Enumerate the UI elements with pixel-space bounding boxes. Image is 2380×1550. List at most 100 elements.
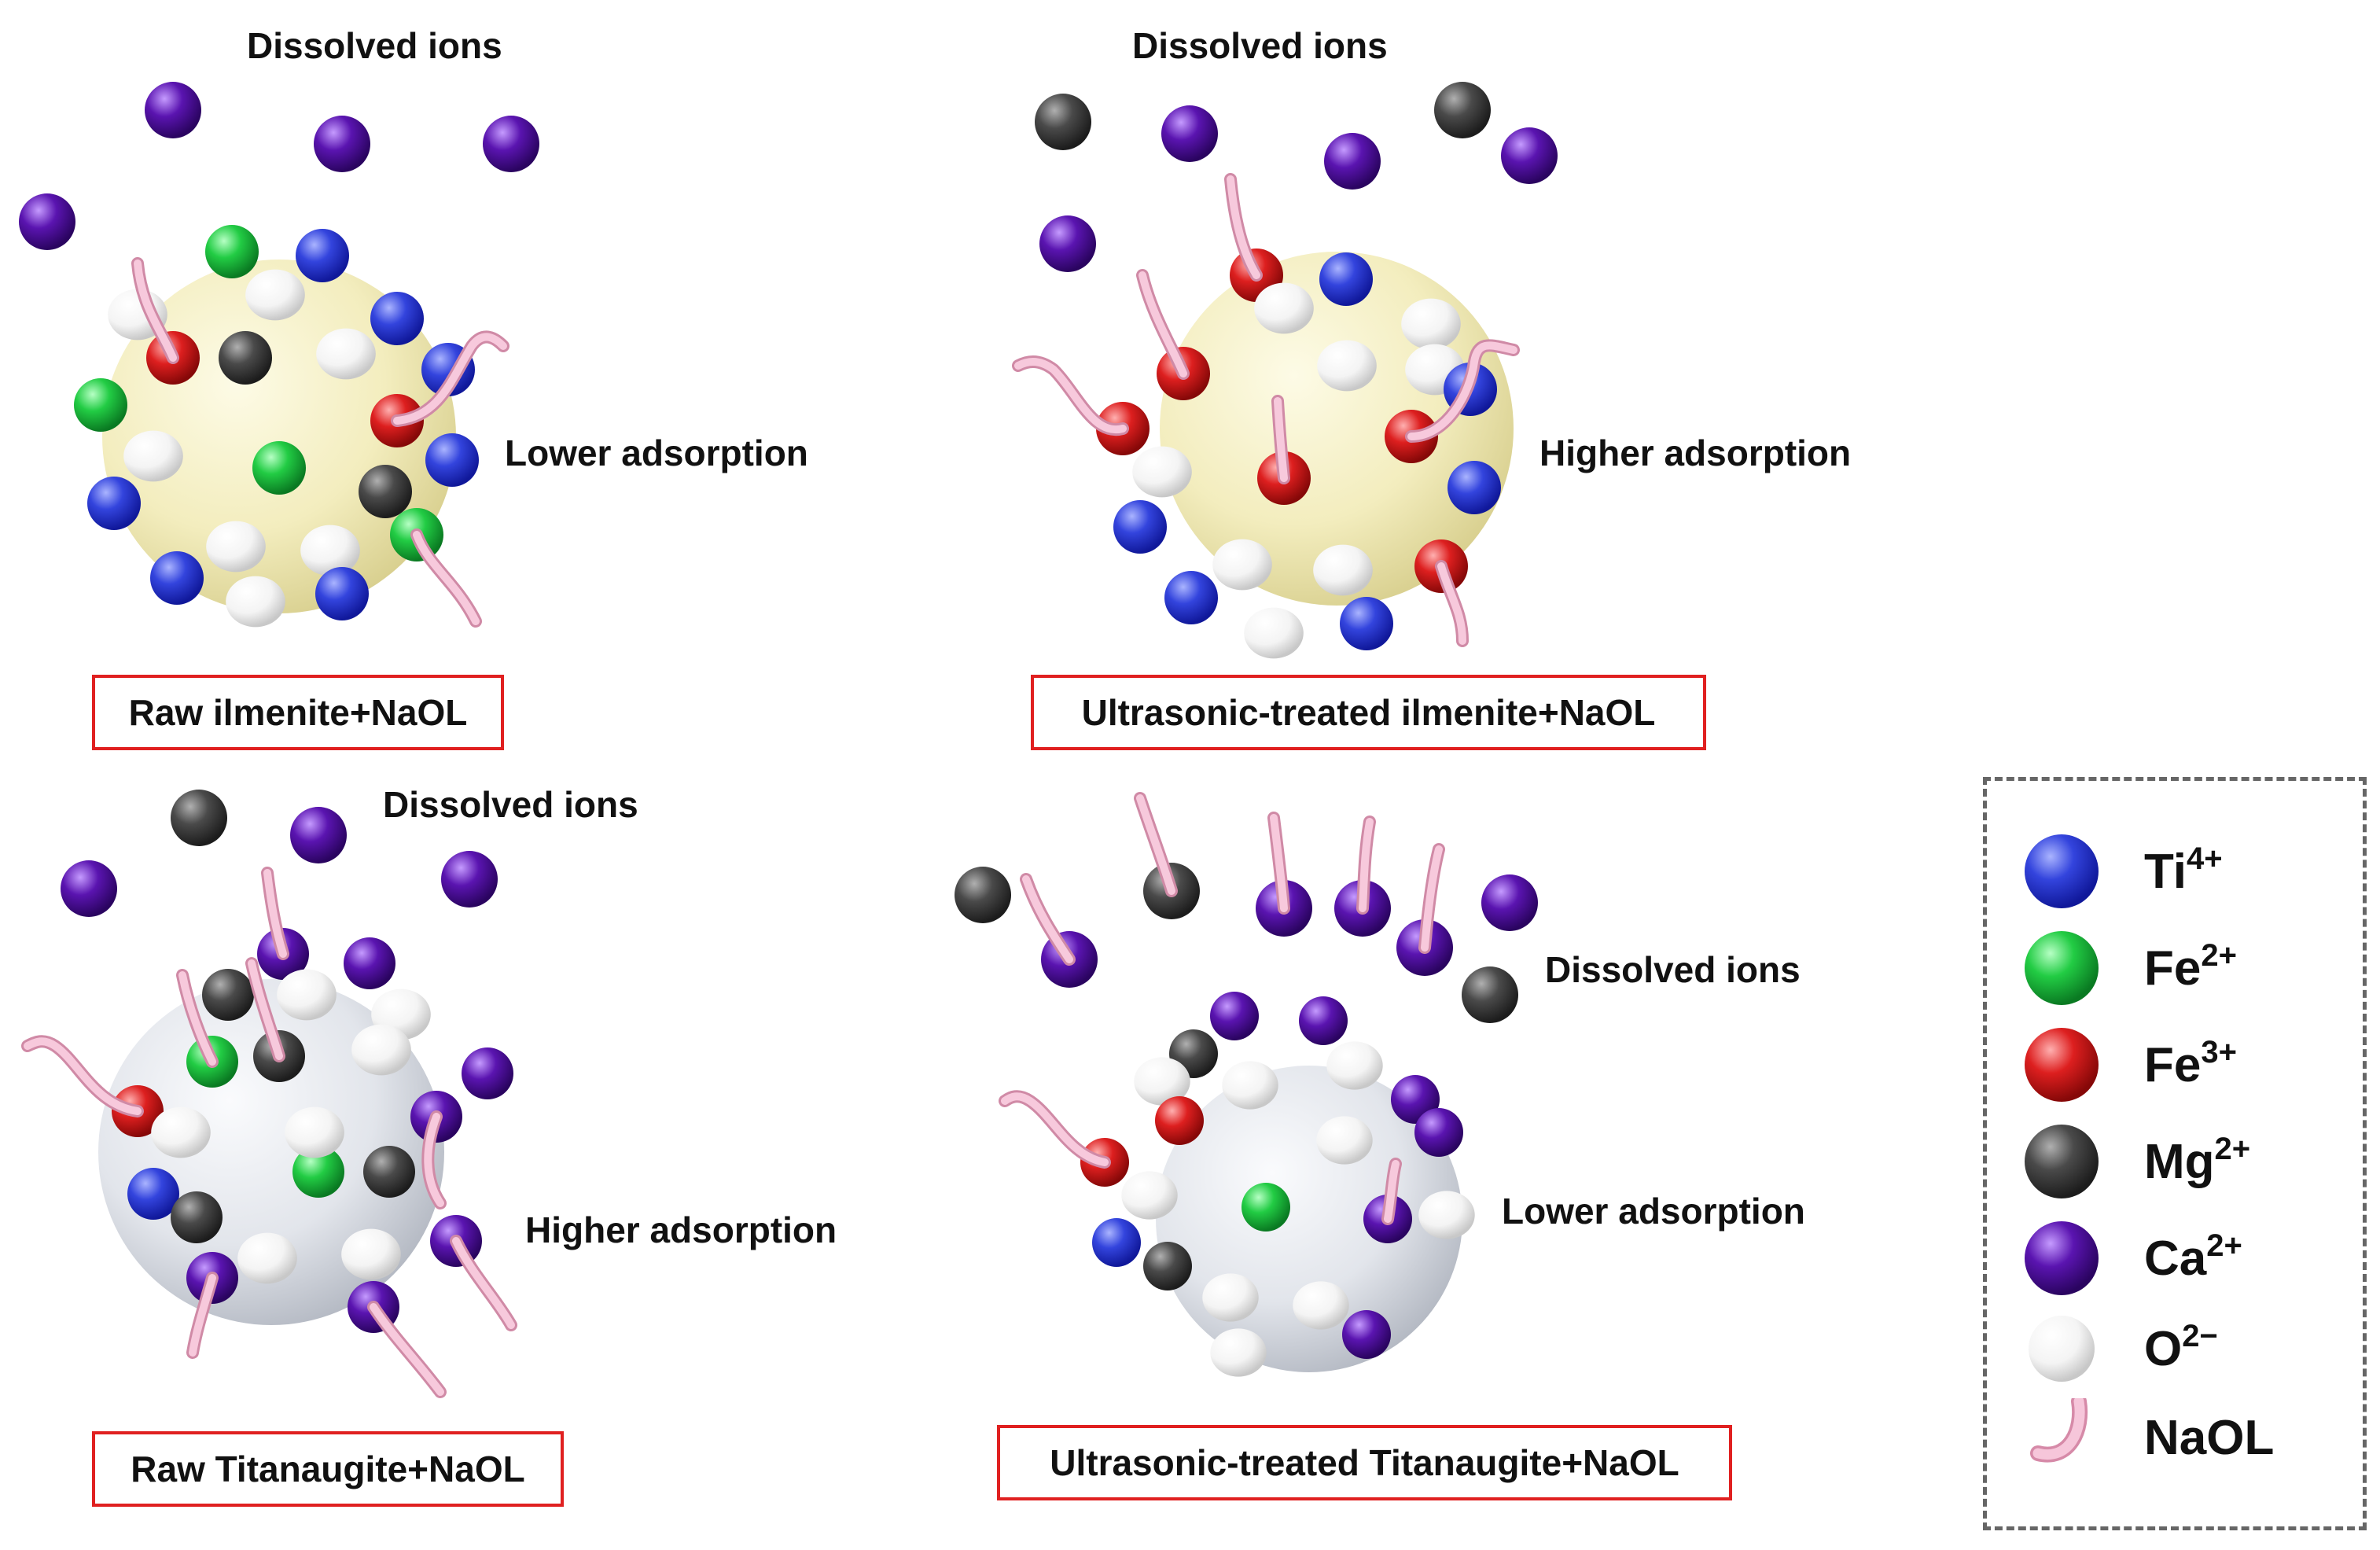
o-ion bbox=[1132, 446, 1192, 498]
o-ion bbox=[1293, 1281, 1349, 1330]
o-ion bbox=[1401, 298, 1461, 350]
o-ion bbox=[316, 328, 376, 380]
fe2-ion-sphere-icon bbox=[2025, 931, 2099, 1005]
naol-tail bbox=[1435, 560, 1469, 647]
o-ion bbox=[341, 1228, 401, 1280]
panel-title-frame: Ultrasonic-treated ilmenite+NaOL bbox=[1031, 675, 1706, 750]
ti-ion bbox=[315, 567, 369, 620]
o-ion bbox=[285, 1106, 344, 1158]
ti-ion bbox=[1447, 461, 1501, 514]
o-ion bbox=[237, 1232, 297, 1284]
ca-ion bbox=[1039, 215, 1096, 272]
mg-ion bbox=[202, 969, 254, 1021]
naol-tail bbox=[999, 1090, 1111, 1169]
legend-symbol: Ti bbox=[2144, 845, 2187, 899]
naol-tail bbox=[1134, 792, 1178, 897]
legend-charge: 2+ bbox=[2206, 1228, 2242, 1263]
mg-ion bbox=[1434, 82, 1491, 138]
fe2-ion bbox=[74, 378, 127, 432]
naol-tail bbox=[367, 1301, 447, 1398]
ca-ion bbox=[19, 193, 75, 250]
fe3-ion bbox=[1155, 1096, 1204, 1145]
o-ion bbox=[277, 969, 337, 1021]
legend-item-fe3: Fe3+ bbox=[1987, 1018, 2363, 1104]
naol-tail bbox=[1012, 355, 1129, 436]
ti-ion bbox=[425, 433, 479, 487]
legend-item-mg: Mg2+ bbox=[1987, 1114, 2363, 1201]
mg-ion bbox=[219, 331, 272, 385]
panel-title-frame: Raw Titanaugite+NaOL bbox=[92, 1431, 564, 1507]
naol-tail bbox=[1224, 173, 1263, 282]
ca-ion bbox=[483, 116, 539, 172]
legend-item-fe2: Fe2+ bbox=[1987, 921, 2363, 1007]
legend-charge: 4+ bbox=[2186, 841, 2223, 876]
ti-ion bbox=[1113, 500, 1167, 554]
mg-ion bbox=[363, 1146, 415, 1198]
mg-ion bbox=[171, 1191, 223, 1243]
o-ion bbox=[1254, 282, 1314, 334]
mg-ion bbox=[359, 465, 412, 518]
fe2-ion bbox=[205, 225, 259, 278]
ca-ion bbox=[145, 82, 201, 138]
o-ion bbox=[1313, 544, 1373, 596]
naol-molecule-icon bbox=[2030, 1398, 2088, 1463]
ca-ion bbox=[290, 807, 347, 863]
ca-ion bbox=[1342, 1310, 1391, 1359]
naol-tail bbox=[131, 257, 179, 364]
legend-item-naol: NaOL bbox=[1987, 1390, 2363, 1477]
mg-ion bbox=[1035, 94, 1091, 150]
adsorption-label: Higher adsorption bbox=[525, 1209, 837, 1250]
panel-title: Raw Titanaugite+NaOL bbox=[131, 1449, 525, 1489]
ti-ion bbox=[127, 1168, 179, 1220]
naol-tail bbox=[176, 969, 219, 1068]
ti-ion bbox=[296, 229, 349, 282]
panel-title: Ultrasonic-treated ilmenite+NaOL bbox=[1081, 692, 1656, 733]
naol-tail bbox=[261, 867, 289, 960]
legend-symbol: Fe bbox=[2144, 1038, 2202, 1092]
dissolved-ions-label: Dissolved ions bbox=[1132, 25, 1388, 66]
ti-ion-sphere-icon bbox=[2025, 834, 2099, 908]
o-ion bbox=[226, 576, 285, 628]
mg-ion-sphere-icon bbox=[2025, 1125, 2099, 1198]
o-ion-sphere-icon bbox=[2029, 1316, 2095, 1382]
o-ion bbox=[245, 269, 305, 321]
naol-tail bbox=[410, 528, 482, 628]
legend-symbol: NaOL bbox=[2144, 1411, 2275, 1465]
o-ion bbox=[123, 430, 183, 482]
titanaugite-particle bbox=[999, 992, 1475, 1377]
ca-ion bbox=[1481, 874, 1538, 931]
ca-ion bbox=[1299, 996, 1348, 1045]
o-ion bbox=[1210, 1328, 1267, 1377]
o-ion bbox=[351, 1024, 411, 1076]
dissolved-ions-label: Dissolved ions bbox=[247, 25, 502, 66]
legend-item-o: O2− bbox=[1987, 1301, 2363, 1388]
ti-ion bbox=[1340, 597, 1393, 650]
panel-title: Raw ilmenite+NaOL bbox=[128, 692, 468, 733]
legend: Ti4+ Fe2+ Fe3+ Mg2+ Ca2+ O2− NaOL bbox=[1983, 777, 2367, 1530]
ti-ion bbox=[370, 292, 424, 345]
mg-ion bbox=[171, 790, 227, 846]
dissolved-ions-label: Dissolved ions bbox=[383, 784, 638, 825]
ti-ion bbox=[1092, 1218, 1141, 1267]
legend-symbol: O bbox=[2144, 1322, 2183, 1376]
o-ion bbox=[1316, 1116, 1373, 1165]
adsorption-label: Lower adsorption bbox=[1502, 1191, 1805, 1232]
naol-tail bbox=[186, 1272, 219, 1359]
ca-ion bbox=[462, 1047, 513, 1099]
naol-tail bbox=[450, 1235, 517, 1331]
ca-ion bbox=[1414, 1108, 1463, 1157]
o-ion bbox=[1317, 340, 1377, 392]
legend-charge: 2+ bbox=[2214, 1132, 2251, 1166]
dissolved-ions-label: Dissolved ions bbox=[1545, 949, 1801, 990]
naol-tail bbox=[245, 957, 285, 1062]
naol-tail bbox=[1405, 339, 1520, 443]
adsorption-label: Higher adsorption bbox=[1539, 433, 1852, 473]
o-ion bbox=[300, 525, 360, 576]
naol-tail bbox=[421, 1110, 447, 1209]
fe2-ion bbox=[252, 441, 306, 495]
o-ion bbox=[1222, 1061, 1278, 1110]
naol-tail bbox=[1136, 269, 1190, 380]
fe3-ion-sphere-icon bbox=[2025, 1028, 2099, 1102]
ca-ion bbox=[1501, 127, 1558, 184]
